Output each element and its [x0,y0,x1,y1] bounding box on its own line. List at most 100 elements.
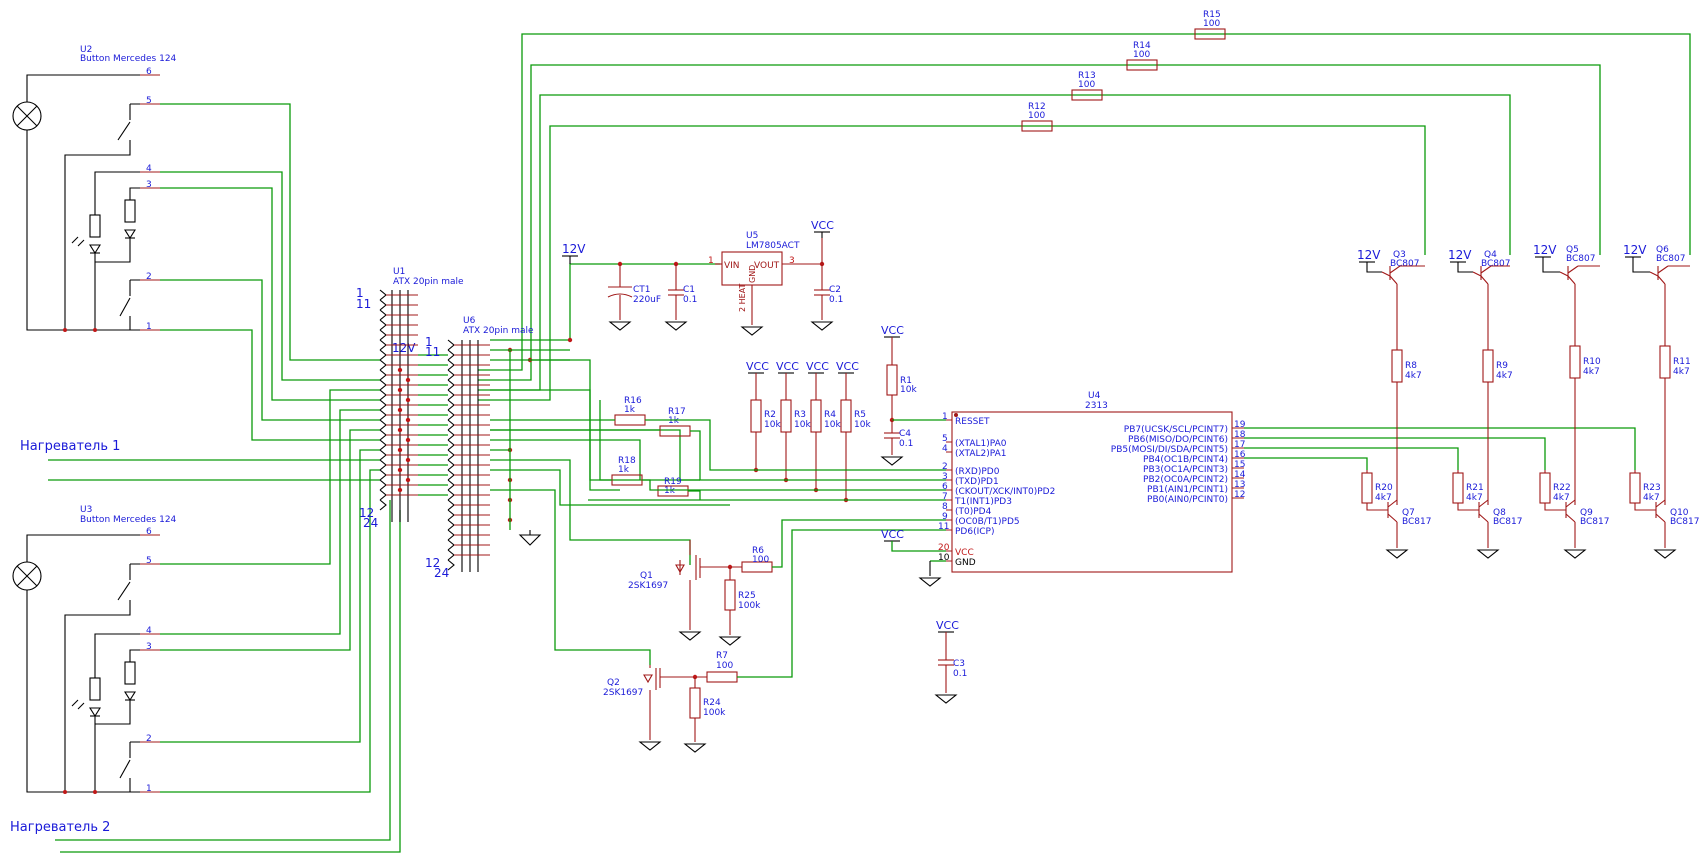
svg-text:10k: 10k [900,385,917,395]
svg-text:Button Mercedes 124: Button Mercedes 124 [80,54,177,64]
svg-text:4k7: 4k7 [1466,493,1483,503]
pullup-resistors: VCC VCC VCC VCC R2 10k R3 10k R4 10k R5 … [746,360,871,503]
svg-text:BC807: BC807 [1566,254,1595,264]
svg-text:BC817: BC817 [1670,517,1699,527]
atx-connector-u6: U6 ATX 20pin male 1 11 12 24 [425,316,534,580]
svg-text:C2: C2 [829,285,841,295]
svg-text:12: 12 [359,506,374,520]
svg-text:Q7: Q7 [1402,508,1415,518]
svg-text:BC817: BC817 [1580,517,1609,527]
svg-text:Q6: Q6 [1656,245,1669,255]
svg-text:100: 100 [752,555,769,565]
svg-text:20: 20 [938,543,950,553]
button-u2: U2 Button Mercedes 124 [12,45,177,332]
svg-text:GND: GND [748,265,757,283]
svg-text:RESSET: RESSET [955,417,990,427]
svg-text:100: 100 [716,661,733,671]
svg-text:U6: U6 [463,316,476,326]
driver-stage-1: 12V Q3 BC807 R8 4k7 R20 4k7 Q7 BC817 [1357,248,1431,559]
svg-text:C1: C1 [683,285,695,295]
svg-text:5: 5 [146,556,152,566]
svg-text:16: 16 [1234,450,1246,460]
svg-text:VCC: VCC [836,360,859,373]
series-resistors: R16 1k R17 1k R18 1k R19 1k [490,396,946,501]
svg-text:100: 100 [1078,80,1095,90]
svg-text:PB2(OC0A/PCINT2): PB2(OC0A/PCINT2) [1143,475,1228,485]
mcu-u4: U4 2313 RESSET (XTAL1)PA0 (XTAL2)PA1 (RX… [938,391,1246,573]
svg-text:R17: R17 [668,407,686,417]
svg-text:Button Mercedes 124: Button Mercedes 124 [80,515,177,525]
svg-text:6: 6 [942,482,948,492]
reset-network: VCC R1 10k C4 0.1 [880,324,946,466]
svg-text:R5: R5 [854,410,866,420]
svg-text:3: 3 [789,256,795,266]
svg-text:12: 12 [425,556,440,570]
svg-text:R10: R10 [1583,357,1601,367]
svg-text:4k7: 4k7 [1583,367,1600,377]
svg-text:3: 3 [146,642,152,652]
svg-text:1: 1 [356,286,364,300]
svg-text:R12: R12 [1028,102,1046,112]
svg-text:(T0)PD4: (T0)PD4 [955,507,992,517]
svg-text:12V: 12V [392,341,416,355]
svg-text:Q3: Q3 [1393,250,1406,260]
svg-text:12: 12 [1234,490,1245,500]
svg-text:24: 24 [434,566,449,580]
svg-text:R1: R1 [900,376,912,386]
svg-text:(RXD)PD0: (RXD)PD0 [955,467,1000,477]
svg-text:PB6(MISO/DO/PCINT6): PB6(MISO/DO/PCINT6) [1128,435,1228,445]
svg-text:PB1(AIN1/PCINT1): PB1(AIN1/PCINT1) [1147,485,1228,495]
svg-text:C4: C4 [899,429,911,439]
svg-text:(XTAL1)PA0: (XTAL1)PA0 [955,439,1007,449]
svg-text:2: 2 [146,734,152,744]
svg-text:0.1: 0.1 [829,295,843,305]
svg-text:VIN: VIN [724,261,740,271]
svg-text:(XTAL2)PA1: (XTAL2)PA1 [955,449,1006,459]
svg-text:BC807: BC807 [1390,259,1419,269]
svg-text:U1: U1 [393,267,405,277]
svg-text:4k7: 4k7 [1553,493,1570,503]
svg-text:6: 6 [146,67,152,77]
svg-text:R25: R25 [738,591,756,601]
svg-text:4k7: 4k7 [1496,371,1513,381]
driver-stage-3: 12V Q5 BC807 R10 4k7 R22 4k7 Q9 BC817 [1533,243,1609,559]
mosfet-q2: Q2 2SK1697 [603,665,707,751]
svg-text:PB3(OC1A/PCINT3): PB3(OC1A/PCINT3) [1143,465,1228,475]
svg-text:PB4(OC1B/PCINT4): PB4(OC1B/PCINT4) [1143,455,1228,465]
svg-text:1: 1 [146,784,152,794]
resistor-r13: R13 100 [1071,71,1103,101]
svg-text:12V: 12V [1623,243,1647,257]
svg-text:10k: 10k [854,420,871,430]
svg-text:12V: 12V [562,242,586,256]
svg-text:100: 100 [1203,19,1220,29]
svg-text:3: 3 [942,472,948,482]
svg-text:PB0(AIN0/PCINT0): PB0(AIN0/PCINT0) [1147,495,1228,505]
svg-text:12V: 12V [1533,243,1557,257]
mcu-power: VCC [881,528,946,587]
svg-text:10: 10 [938,553,950,563]
svg-text:0.1: 0.1 [953,669,967,679]
svg-text:PB7(UCSK/SCL/PCINT7): PB7(UCSK/SCL/PCINT7) [1124,425,1228,435]
resistor-r6: R6 100 [741,519,946,573]
svg-text:ATX 20pin male: ATX 20pin male [463,326,534,336]
svg-text:R6: R6 [752,546,764,556]
svg-text:R14: R14 [1133,41,1151,51]
svg-text:100k: 100k [738,601,761,611]
svg-text:4k7: 4k7 [1405,371,1422,381]
resistor-r7: R7 100 [706,529,946,683]
svg-text:1k: 1k [668,416,680,426]
svg-text:R24: R24 [703,698,721,708]
svg-text:2313: 2313 [1085,401,1108,411]
svg-text:1: 1 [708,256,714,266]
button-u3: U3 Button Mercedes 124 [12,505,177,794]
svg-text:T1(INT1)PD3: T1(INT1)PD3 [954,497,1012,507]
svg-text:2SK1697: 2SK1697 [603,688,643,698]
svg-text:VCC: VCC [936,619,959,632]
svg-text:18: 18 [1234,430,1246,440]
capacitor-c2: C2 0.1 VCC [810,219,843,331]
svg-text:12V: 12V [1357,248,1381,262]
svg-text:Q10: Q10 [1670,508,1689,518]
svg-text:4: 4 [146,164,152,174]
mcu-output-wires [1244,427,1636,470]
